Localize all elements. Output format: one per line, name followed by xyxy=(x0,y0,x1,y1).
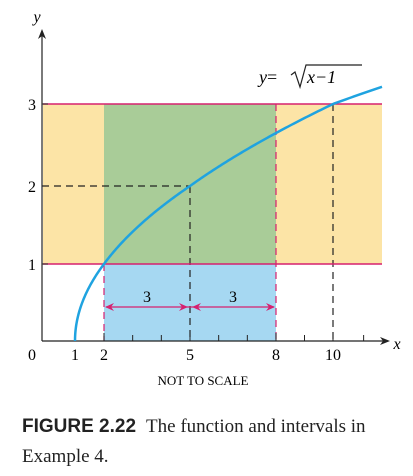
radical-sign xyxy=(290,64,362,90)
function-label-radicand: x−1 xyxy=(306,67,336,87)
y-tick-label: 1 xyxy=(28,257,36,274)
interval-label: 3 xyxy=(143,289,151,306)
x-tick-label: 8 xyxy=(272,347,280,364)
interval-label: 3 xyxy=(229,289,237,306)
y-axis-label: y xyxy=(31,9,41,26)
origin-label: 0 xyxy=(28,347,36,364)
y-tick-label: 2 xyxy=(28,179,36,196)
interval-arrow-right xyxy=(266,303,275,311)
interval-arrow-mid-left xyxy=(179,303,188,311)
x-axis-arrow xyxy=(380,337,390,345)
function-label-y: y xyxy=(257,67,267,87)
shaded-regions xyxy=(43,104,382,341)
svg-text:y=: y= xyxy=(257,67,277,87)
figure-caption-text: The function and intervals in Example 4. xyxy=(22,416,366,467)
figure-caption-label: FIGURE 2.22 xyxy=(22,416,137,437)
interval-arrow-left xyxy=(105,303,114,311)
function-label: y= x−1 xyxy=(257,64,362,90)
y-tick-labels: 1 2 3 xyxy=(28,97,36,274)
axis-ticks xyxy=(42,103,365,341)
interval-arrow-mid-right xyxy=(192,303,201,311)
x-axis-label: x xyxy=(392,336,400,353)
x-tick-label: 1 xyxy=(71,347,79,364)
sqrt-curve xyxy=(73,85,383,342)
x-tick-labels: 1 2 5 8 10 xyxy=(71,347,341,364)
not-to-scale-note: NOT TO SCALE xyxy=(157,373,248,388)
y-tick-label: 3 xyxy=(28,97,36,114)
x-tick-label: 2 xyxy=(100,347,108,364)
x-tick-label: 10 xyxy=(325,347,341,364)
y-axis-arrow xyxy=(38,29,46,39)
x-tick-label: 5 xyxy=(186,347,194,364)
interval-arrows xyxy=(105,303,275,311)
boundary-lines xyxy=(43,103,382,265)
function-label-eq: = xyxy=(267,67,277,87)
